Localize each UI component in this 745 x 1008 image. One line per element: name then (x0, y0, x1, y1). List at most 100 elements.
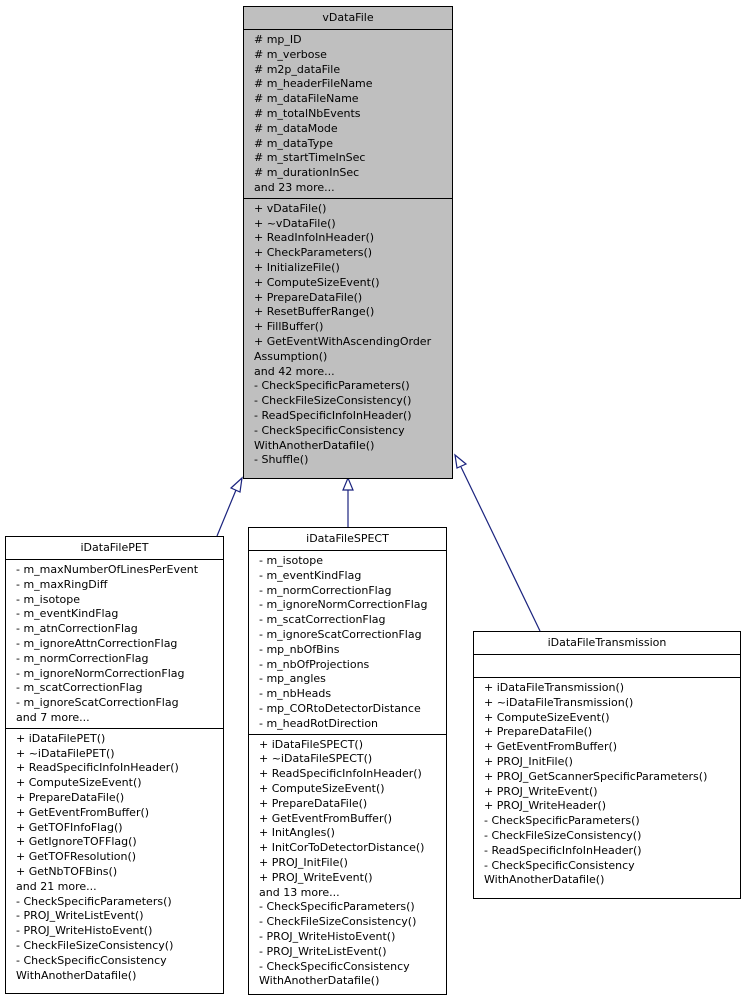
member-line: + ~vDataFile() (254, 216, 336, 230)
member-line: - m_ignoreNormCorrectionFlag (259, 598, 428, 612)
member-line: and 7 more... (16, 710, 90, 724)
edge-pet-to-base (216, 489, 237, 537)
member-line: - m_isotope (259, 554, 323, 567)
member-line: + iDataFileTransmission() (484, 681, 625, 694)
member-line: - CheckSpecificConsistency (484, 858, 635, 872)
member-line: + PROJ_WriteEvent() (259, 870, 373, 884)
member-line: + PrepareDataFile() (484, 725, 593, 739)
member-line: - CheckSpecificConsistency (16, 953, 167, 967)
member-line: + PrepareDataFile() (259, 796, 368, 810)
member-line: - m_ignoreScatCorrectionFlag (16, 696, 179, 710)
member-line: - CheckSpecificConsistency (254, 423, 405, 437)
member-line: + ~iDataFileSPECT() (259, 752, 373, 766)
member-line: + PROJ_WriteEvent() (484, 784, 598, 798)
member-line: - PROJ_WriteHistoEvent() (16, 924, 153, 938)
member-line: - PROJ_WriteListEvent() (259, 944, 387, 958)
member-line: + ReadSpecificInfoInHeader() (16, 761, 179, 775)
member-line: + PROJ_InitFile() (484, 754, 573, 768)
member-line: and 23 more... (254, 180, 335, 194)
member-line: - mp_nbOfBins (259, 642, 340, 656)
class-title: vDataFile (244, 7, 452, 30)
member-line: - CheckSpecificParameters() (16, 894, 172, 908)
class-vDataFile[interactable]: vDataFile # mp_ID# m_verbose# m2p_dataFi… (243, 6, 453, 479)
member-line: + ComputeSizeEvent() (259, 781, 385, 795)
member-line: - m_nbHeads (259, 687, 332, 701)
member-line: + PrepareDataFile() (254, 290, 363, 304)
member-line: # m_verbose (254, 47, 327, 61)
class-iDataFilePET[interactable]: iDataFilePET - m_maxNumberOfLinesPerEven… (5, 536, 224, 994)
member-line: # m_startTimeInSec (254, 151, 366, 165)
member-line: - PROJ_WriteListEvent() (16, 909, 144, 923)
arrowhead-transmission (454, 453, 468, 469)
member-line: - m_normCorrectionFlag (259, 583, 392, 597)
edge-transmission-to-base (460, 466, 541, 632)
member-line: # m_dataFileName (254, 92, 359, 106)
member-line: + ~iDataFileTransmission() (484, 695, 634, 709)
member-line: - m_headRotDirection (259, 716, 379, 730)
member-line: and 42 more... (254, 364, 335, 378)
member-line: + CheckParameters() (254, 246, 373, 260)
arrowhead-pet (229, 476, 243, 493)
member-line: Assumption() (254, 349, 328, 363)
member-line: + InitCorToDetectorDistance() (259, 841, 425, 855)
methods-section: + iDataFileTransmission()+ ~iDataFileTra… (474, 678, 740, 890)
member-line: # m_totalNbEvents (254, 106, 361, 120)
member-line: + ~iDataFilePET() (16, 746, 115, 760)
methods-section: + iDataFileSPECT()+ ~iDataFileSPECT()+ R… (249, 735, 446, 992)
member-line: - Shuffle() (254, 453, 309, 467)
member-line: + ReadSpecificInfoInHeader() (259, 767, 422, 781)
member-line: # m2p_dataFile (254, 62, 341, 76)
attributes-section: - m_isotope- m_eventKindFlag- m_normCorr… (249, 551, 446, 735)
member-line: # mp_ID (254, 33, 302, 46)
member-line: + vDataFile() (254, 201, 327, 215)
member-line: - CheckSpecificConsistency (259, 959, 410, 973)
member-line: and 13 more... (259, 885, 340, 899)
attributes-section: - m_maxNumberOfLinesPerEvent- m_maxRingD… (6, 560, 223, 729)
member-line: - ReadSpecificInfoInHeader() (484, 843, 642, 857)
member-line: + PROJ_GetScannerSpecificParameters() (484, 769, 708, 783)
member-line: - CheckFileSizeConsistency() (484, 828, 642, 842)
member-line: + GetTOFInfoFlag() (16, 820, 123, 834)
member-line: - ReadSpecificInfoInHeader() (254, 408, 412, 422)
methods-section: + iDataFilePET()+ ~iDataFilePET()+ ReadS… (6, 729, 223, 986)
member-line: - CheckFileSizeConsistency() (259, 915, 417, 929)
member-line: - m_ignoreAttnCorrectionFlag (16, 636, 178, 650)
member-line: - CheckFileSizeConsistency() (254, 394, 412, 408)
member-line: - CheckSpecificParameters() (484, 814, 640, 828)
member-line: + InitAngles() (259, 826, 335, 840)
arrowhead-spect (342, 476, 354, 491)
member-line: + ReadInfoInHeader() (254, 231, 375, 245)
member-line: + FillBuffer() (254, 320, 324, 334)
member-line: + GetTOFResolution() (16, 850, 137, 864)
member-line: - m_eventKindFlag (16, 607, 119, 621)
member-line: - m_ignoreScatCorrectionFlag (259, 627, 422, 641)
class-title: iDataFilePET (6, 537, 223, 560)
member-line: - m_maxNumberOfLinesPerEvent (16, 563, 199, 576)
member-line: WithAnotherDatafile() (484, 873, 605, 887)
class-iDataFileTransmission[interactable]: iDataFileTransmission + iDataFileTransmi… (473, 631, 741, 899)
attributes-section: # mp_ID# m_verbose# m2p_dataFile# m_head… (244, 30, 452, 199)
member-line: + PROJ_InitFile() (259, 855, 348, 869)
member-line: + ComputeSizeEvent() (484, 710, 610, 724)
member-line: + PrepareDataFile() (16, 790, 125, 804)
member-line: + GetEventFromBuffer() (259, 811, 393, 825)
member-line: - CheckSpecificParameters() (259, 900, 415, 914)
class-iDataFileSPECT[interactable]: iDataFileSPECT - m_isotope- m_eventKindF… (248, 527, 447, 995)
member-line: - mp_CORtoDetectorDistance (259, 701, 421, 715)
member-line: - m_ignoreNormCorrectionFlag (16, 666, 185, 680)
member-line: - m_scatCorrectionFlag (259, 613, 386, 627)
member-line: - m_isotope (16, 592, 80, 606)
class-title: iDataFileTransmission (474, 632, 740, 655)
member-line: and 21 more... (16, 879, 97, 893)
member-line: + iDataFileSPECT() (259, 737, 363, 751)
member-line: - m_nbOfProjections (259, 657, 370, 671)
member-line: WithAnotherDatafile() (259, 974, 380, 988)
member-line: - m_scatCorrectionFlag (16, 681, 143, 695)
member-line: + ComputeSizeEvent() (16, 776, 142, 790)
member-line: - m_atnCorrectionFlag (16, 622, 138, 636)
member-line: + GetEventFromBuffer() (484, 740, 618, 754)
member-line: + ResetBufferRange() (254, 305, 375, 319)
member-line: + GetNbTOFBins() (16, 864, 118, 878)
member-line: WithAnotherDatafile() (254, 438, 375, 452)
